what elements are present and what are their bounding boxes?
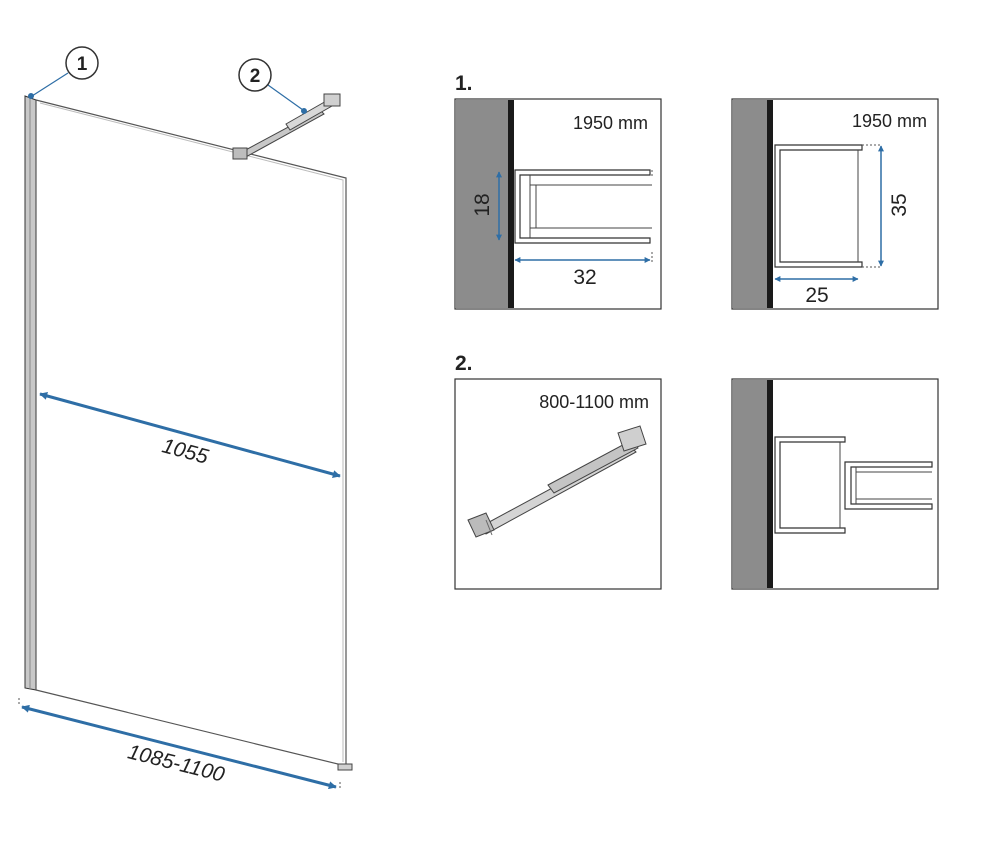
profile-detail-height: 35 25 1950 mm: [731, 98, 939, 310]
glass-width-arrow: [39, 392, 341, 478]
glass-panel: [35, 99, 347, 767]
profile-base-label: 25: [805, 284, 828, 307]
bracket-length-label: 800-1100 mm: [539, 392, 649, 412]
profile-width-label: 32: [573, 266, 596, 289]
callout-1-label: 1: [77, 54, 88, 75]
profile-height-label: 35: [888, 193, 911, 216]
profile-length-label: 1950 mm: [573, 113, 648, 133]
stabiliser-bar: [232, 93, 341, 160]
bracket-detail-section: [731, 378, 939, 590]
bracket-detail-bar: 800-1100 mm: [454, 378, 662, 590]
profile-detail-depth: 18 32 1950 mm: [454, 98, 662, 310]
callout-2-label: 2: [250, 66, 261, 87]
stabiliser-bar-detail: [467, 425, 647, 538]
callout-1: 1: [28, 46, 99, 99]
profile-depth-label: 18: [471, 193, 494, 216]
glass-foot: [337, 763, 353, 771]
profile-height-length-label: 1950 mm: [852, 111, 927, 131]
section-2-heading: 2.: [455, 352, 473, 375]
shower-screen-perspective: 1 2 1055 1085-1100: [18, 46, 353, 790]
callout-2: 2: [238, 58, 307, 114]
wall-section: [733, 100, 767, 308]
wall-section: [733, 380, 767, 588]
section-1-heading: 1.: [455, 72, 473, 95]
total-width-arrow: [21, 704, 337, 790]
